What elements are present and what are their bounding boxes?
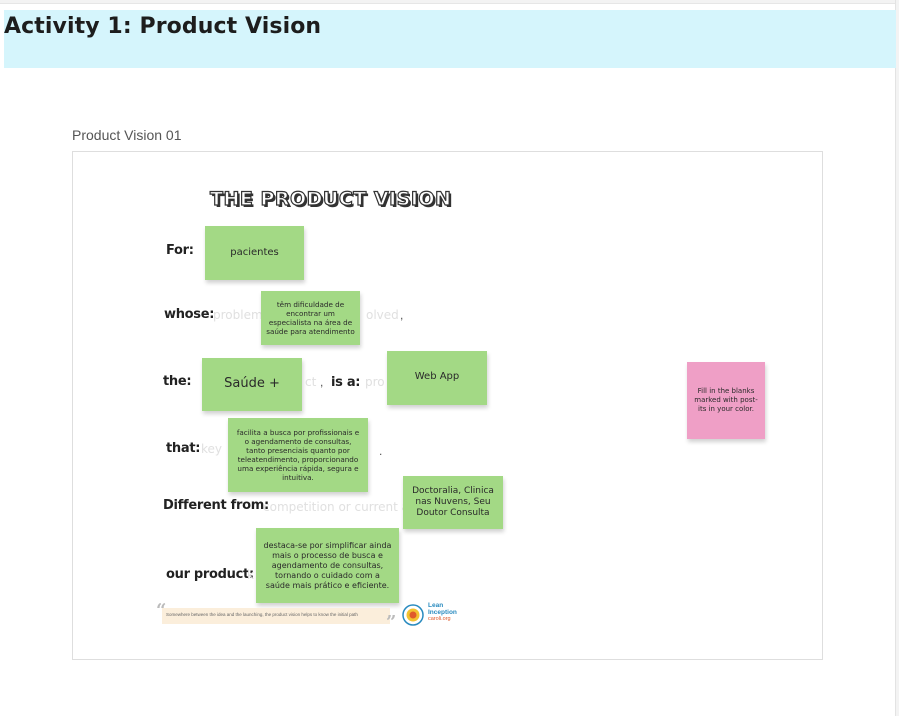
sticky-note-for[interactable]: pacientes	[205, 226, 304, 280]
placeholder-problem: problem	[213, 308, 263, 322]
label-our-product: our product:	[166, 567, 254, 582]
window-top-edge	[0, 0, 899, 4]
header-bar	[4, 10, 896, 68]
label-for: For:	[166, 243, 194, 258]
logo-site: caroli.org	[428, 615, 451, 622]
placeholder-solved: olved	[366, 308, 399, 322]
sticky-note-our-product[interactable]: destaca-se por simplificar ainda mais o …	[256, 528, 399, 603]
label-the: the:	[163, 374, 192, 389]
tagline: Somewhere between the idea and the launc…	[166, 612, 358, 617]
sticky-note-that[interactable]: facilita a busca por profissionais e o a…	[228, 418, 368, 492]
page-title: Activity 1: Product Vision	[4, 14, 322, 39]
scrollbar-track[interactable]	[895, 0, 899, 716]
placeholder-competition: competition or current a	[263, 500, 410, 514]
sticky-note-the[interactable]: Saúde +	[202, 358, 302, 411]
logo-line-2: Inception	[428, 608, 457, 616]
lean-inception-logo-icon	[402, 604, 424, 626]
sticky-note-different-from[interactable]: Doctoralia, Clinica nas Nuvens, Seu Dout…	[403, 476, 503, 529]
label-that: that:	[166, 441, 201, 456]
punctuation-period: .	[379, 444, 383, 458]
placeholder-category: pro	[365, 375, 385, 389]
sticky-note-whose[interactable]: têm dificuldade de encontrar um especial…	[261, 291, 360, 345]
sticky-note-is-a[interactable]: Web App	[387, 351, 487, 405]
label-whose: whose:	[164, 307, 215, 322]
placeholder-key-benefit: key	[201, 442, 223, 456]
open-quote-icon: “	[156, 600, 166, 621]
punctuation-comma: ,	[320, 375, 324, 389]
tagline-strip	[162, 608, 390, 624]
frame-title[interactable]: Product Vision 01	[72, 127, 182, 143]
placeholder-product: ct	[305, 375, 317, 389]
placeholder-key-difference: k	[247, 568, 254, 582]
label-different-from: Different from:	[163, 498, 269, 513]
close-quote-icon: ”	[386, 612, 397, 633]
product-vision-title: THE PRODUCT VISION	[209, 187, 452, 210]
label-is-a: is a:	[331, 375, 361, 390]
logo-text: Lean Inception caroli.org	[428, 602, 457, 622]
logo-line-1: Lean	[428, 602, 444, 609]
punctuation-comma: ,	[400, 308, 404, 322]
sticky-note-instruction[interactable]: Fill in the blanks marked with post-its …	[687, 362, 765, 439]
